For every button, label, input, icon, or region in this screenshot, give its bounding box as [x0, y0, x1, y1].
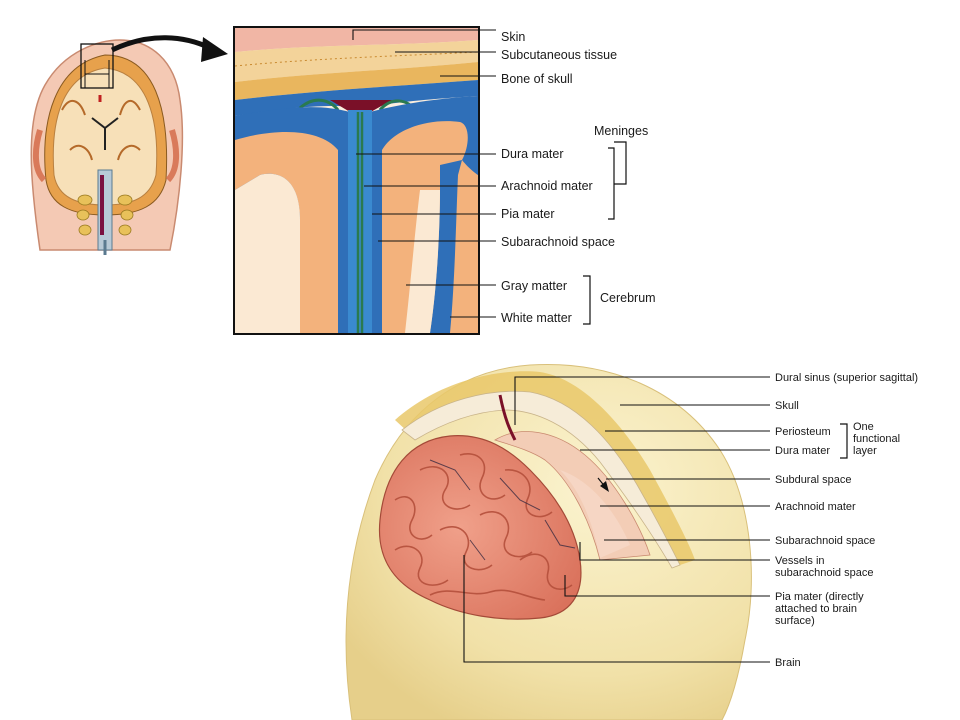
label-periosteum: Periosteum: [775, 426, 831, 438]
label-subcutaneous-tissue: Subcutaneous tissue: [501, 48, 617, 62]
meninges-outer-bracket: [614, 141, 627, 185]
skull-brain-illustration: [345, 363, 752, 720]
label-brain: Brain: [775, 657, 801, 669]
functional-layer-bracket: [840, 423, 848, 459]
label-dura-mater: Dura mater: [501, 147, 564, 161]
zoom-arrow-head: [201, 37, 228, 62]
label-subarachnoid-space-2: Subarachnoid space: [775, 535, 875, 547]
label-gray-matter: Gray matter: [501, 279, 567, 293]
label-skull: Skull: [775, 400, 799, 412]
label-pia-mater-2: Pia mater (directly attached to brain su…: [775, 591, 867, 627]
label-meninges: Meninges: [594, 124, 648, 138]
label-arachnoid-mater-2: Arachnoid mater: [775, 501, 856, 513]
label-dura-mater-2: Dura mater: [775, 445, 830, 457]
label-bone-of-skull: Bone of skull: [501, 72, 573, 86]
label-pia-mater: Pia mater: [501, 207, 555, 221]
label-subarachnoid-space: Subarachnoid space: [501, 235, 615, 249]
label-dural-sinus: Dural sinus (superior sagittal): [775, 372, 918, 384]
head-cross-section: [30, 39, 184, 255]
label-subdural-space: Subdural space: [775, 474, 851, 486]
inset-frame: [233, 26, 480, 335]
zoom-box: [80, 43, 114, 89]
label-vessels: Vessels in subarachnoid space: [775, 555, 873, 579]
zoom-arrow: [110, 35, 212, 53]
label-arachnoid-mater: Arachnoid mater: [501, 179, 593, 193]
label-skin: Skin: [501, 30, 525, 44]
label-cerebrum: Cerebrum: [600, 291, 656, 305]
label-white-matter: White matter: [501, 311, 572, 325]
cerebrum-bracket: [583, 275, 591, 325]
skull-leaders: [463, 376, 770, 663]
label-one-functional-layer: One functional layer: [853, 421, 903, 457]
inset-leaders: [352, 29, 496, 318]
meninges-inner-bracket: [608, 147, 615, 220]
inset-view: [235, 28, 478, 333]
